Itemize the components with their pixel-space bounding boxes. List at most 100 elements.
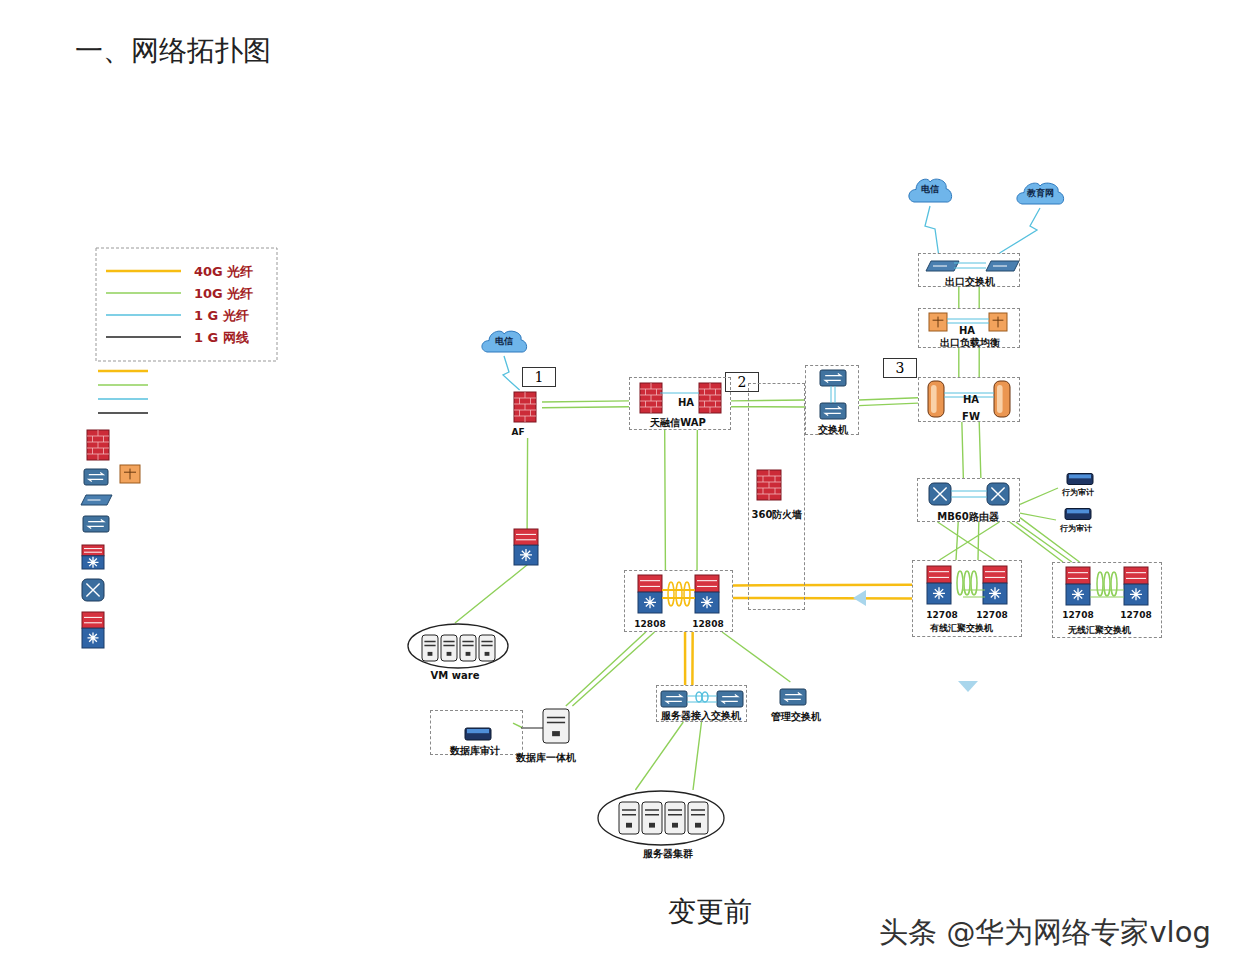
link-line: [635, 722, 701, 790]
firewall-icon: [87, 430, 109, 460]
switch-icon: [84, 469, 108, 485]
legend-line-sample: [106, 336, 181, 337]
core-switch-bottom: [638, 592, 662, 613]
callout-number: 3: [883, 358, 917, 378]
legend-line-sample: [106, 292, 181, 293]
firewall-body: [640, 383, 662, 413]
appliance-body: [994, 381, 1010, 417]
core-switch-star: [989, 587, 1001, 599]
audit-body: [465, 728, 491, 740]
device-label: 行为审计: [1062, 489, 1094, 498]
legend-frame: [96, 248, 277, 361]
device-label: AF: [511, 428, 524, 438]
core-switch-star: [88, 557, 99, 568]
switch-icon: [83, 516, 109, 532]
direction-triangle: [853, 590, 866, 606]
link-line: [685, 632, 693, 685]
switch-arrows: [88, 520, 104, 529]
audit-top: [1067, 510, 1089, 514]
load-balancer-mark: [124, 469, 136, 480]
audit-body: [1067, 474, 1093, 485]
device: AF: [510, 390, 542, 438]
firewall-bricks: [699, 383, 721, 413]
link-line: [1020, 513, 1056, 520]
link-bundle-ring: [971, 571, 977, 595]
audit-device-icon: [465, 728, 491, 740]
internal-link: [1090, 590, 1124, 597]
cloud: 电信: [481, 328, 527, 356]
core-switch-star: [1130, 588, 1142, 600]
core-switch-slots: [516, 534, 536, 539]
cloud-shape: [1017, 183, 1064, 204]
load-balancer-icon: [989, 313, 1007, 331]
device-group: 1270812708无线汇聚交换机: [1052, 562, 1162, 638]
legend-text: 1 G 光纤: [194, 307, 249, 325]
server-light: [672, 823, 678, 828]
legend-text: 1 G 网线: [194, 329, 249, 347]
link-bundle-ring: [1111, 572, 1117, 596]
device-label: 出口交换机: [945, 276, 995, 287]
internal-link: [944, 393, 994, 394]
legend-text: 10G 光纤: [194, 285, 253, 303]
device: 行为审计: [1058, 470, 1102, 500]
internal-link: [954, 268, 986, 269]
appliance-shine: [997, 385, 1003, 413]
core-switch-slots: [84, 549, 102, 553]
router-icon: [987, 483, 1009, 505]
server-light: [649, 823, 655, 828]
internal-link: [662, 590, 695, 598]
legend-line-sample: [98, 384, 148, 385]
flat-switch-body: [81, 495, 112, 505]
pool-ellipse: [598, 791, 724, 845]
internal-link: [947, 323, 989, 324]
switch-body: [661, 691, 687, 707]
internal-link: [660, 393, 699, 394]
link-bundle-ring: [1097, 572, 1103, 596]
legend-line-sample: [98, 370, 148, 373]
switch-icon: [780, 689, 806, 705]
core-switch-icon: [927, 566, 951, 604]
core-switch-top: [82, 612, 104, 628]
core-switch-bottom: [82, 628, 104, 648]
link-line: [925, 206, 938, 253]
server-slots: [622, 810, 636, 815]
device-label: 教育网: [1027, 189, 1054, 199]
core-switch-star: [933, 587, 945, 599]
server-icon: [460, 635, 476, 661]
legend-line-sample: [106, 270, 181, 273]
server-light: [626, 823, 632, 828]
device-group: 1280812808: [624, 570, 733, 632]
flat-switch-body: [986, 261, 1019, 271]
model-number: 12708: [1062, 611, 1093, 621]
legend-text: 40G 光纤: [194, 263, 253, 281]
server-icon: [642, 802, 662, 834]
switch-body: [820, 370, 846, 386]
link-line: [962, 422, 981, 478]
internal-link: [687, 702, 717, 703]
load-balancer-icon: [120, 465, 140, 483]
load-balancer-body: [120, 465, 140, 483]
legend-line-sample: [98, 412, 148, 413]
device-label: HA: [959, 325, 975, 336]
device-label: 天融信WAP: [650, 417, 706, 428]
link-bundle-ring: [676, 582, 682, 606]
core-switch-icon: [695, 575, 719, 613]
firewall-bricks: [514, 392, 536, 422]
switch-body: [780, 689, 806, 705]
core-switch-bottom: [1066, 584, 1090, 605]
core-switch-slots: [985, 572, 1005, 578]
cloud-shape: [482, 331, 527, 352]
device-group: 1270812708有线汇聚交换机: [912, 560, 1022, 637]
core-switch-icon: [1066, 567, 1090, 605]
core-switch-bottom: [82, 556, 104, 569]
internal-link: [831, 386, 832, 403]
load-balancer-mark: [993, 317, 1004, 328]
server-body: [619, 802, 639, 834]
watermark: 头条 @华为网络专家vlog: [879, 913, 1211, 953]
core-switch-top: [514, 529, 538, 545]
firewall-bricks: [87, 430, 109, 460]
link-line: [731, 400, 805, 407]
firewall-icon: [640, 383, 662, 413]
router-body: [929, 483, 951, 505]
model-number: 12708: [926, 611, 957, 621]
